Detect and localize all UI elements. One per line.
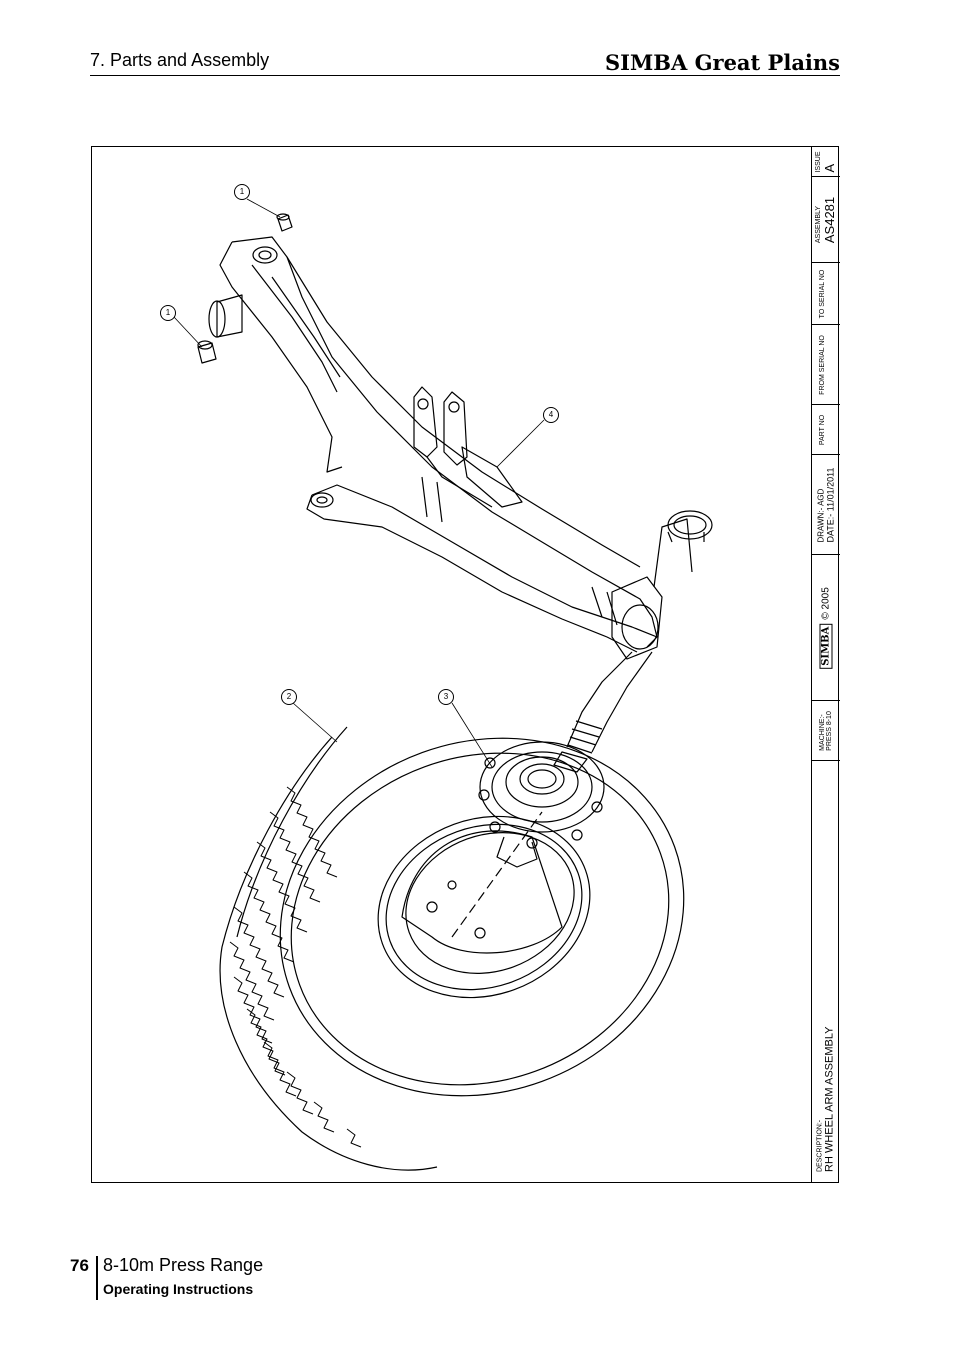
- tb-drawn-date: DRAWN:- AGD DATE:- 11/01/2011: [812, 455, 840, 555]
- drawing-frame: 1 1 2 3 4 ISSUE A ASSEMBLY AS4281 TO SER…: [91, 146, 840, 1183]
- bushing-left: [197, 340, 217, 364]
- tb-date: DATE:- 11/01/2011: [825, 466, 836, 543]
- tb-assembly-value: AS4281: [822, 196, 837, 243]
- bushing-top: [276, 213, 293, 232]
- tb-assembly-label: ASSEMBLY: [815, 205, 822, 243]
- tb-assembly: ASSEMBLY AS4281: [812, 177, 840, 263]
- wheel-part: [219, 726, 685, 1171]
- footer-subtitle: Operating Instructions: [103, 1281, 254, 1297]
- footer-title: 8-10m Press Range: [103, 1255, 264, 1275]
- wheel-arm-assembly-drawing: [173, 198, 713, 1171]
- tb-machine: MACHINE:- PRESS 8-10: [812, 701, 840, 761]
- tb-description-label: DESCRIPTION:-: [816, 1119, 824, 1172]
- callout-item-4: 4: [543, 407, 559, 423]
- tb-from-serial: FROM SERIAL NO: [812, 325, 840, 405]
- tb-issue-label: ISSUE: [815, 150, 822, 173]
- brand-logo: SIMBA Great Plains: [604, 50, 840, 75]
- tb-copyright: © 2005: [820, 586, 832, 620]
- simba-logo-mark: SIMBA: [819, 623, 833, 669]
- tb-description-value: RH WHEEL ARM ASSEMBLY: [823, 1026, 836, 1172]
- tb-part-no-label: PART NO: [819, 414, 826, 445]
- tb-to-serial-label: TO SERIAL NO: [819, 269, 826, 318]
- callout-item-3: 3: [438, 689, 454, 705]
- callout-item-1-top: 1: [234, 184, 250, 200]
- page-number: 76: [70, 1256, 89, 1275]
- footer-divider: [96, 1256, 98, 1300]
- tb-drawn: DRAWN:- AGD: [816, 488, 826, 543]
- tb-to-serial: TO SERIAL NO: [812, 263, 840, 325]
- callout-item-1-left: 1: [160, 305, 176, 321]
- tb-from-serial-label: FROM SERIAL NO: [819, 334, 826, 395]
- tb-machine-value: PRESS 8-10: [826, 710, 833, 751]
- header-divider: [90, 75, 840, 76]
- section-title: 7. Parts and Assembly: [90, 50, 270, 70]
- leader-lines: [173, 198, 545, 768]
- wheel-arm-part: [208, 236, 713, 773]
- tb-issue-value: A: [822, 163, 837, 173]
- tb-logo-and-copyright: SIMBA © 2005: [819, 586, 833, 669]
- title-block: ISSUE A ASSEMBLY AS4281 TO SERIAL NO FRO…: [811, 147, 840, 1182]
- tb-description: DESCRIPTION:- RH WHEEL ARM ASSEMBLY: [812, 761, 840, 1182]
- tb-machine-label: MACHINE:-: [819, 713, 826, 751]
- tb-logo-copyright: SIMBA © 2005: [812, 555, 840, 701]
- tb-issue: ISSUE A: [812, 147, 840, 177]
- callout-item-2: 2: [281, 689, 297, 705]
- tb-part-no: PART NO: [812, 405, 840, 455]
